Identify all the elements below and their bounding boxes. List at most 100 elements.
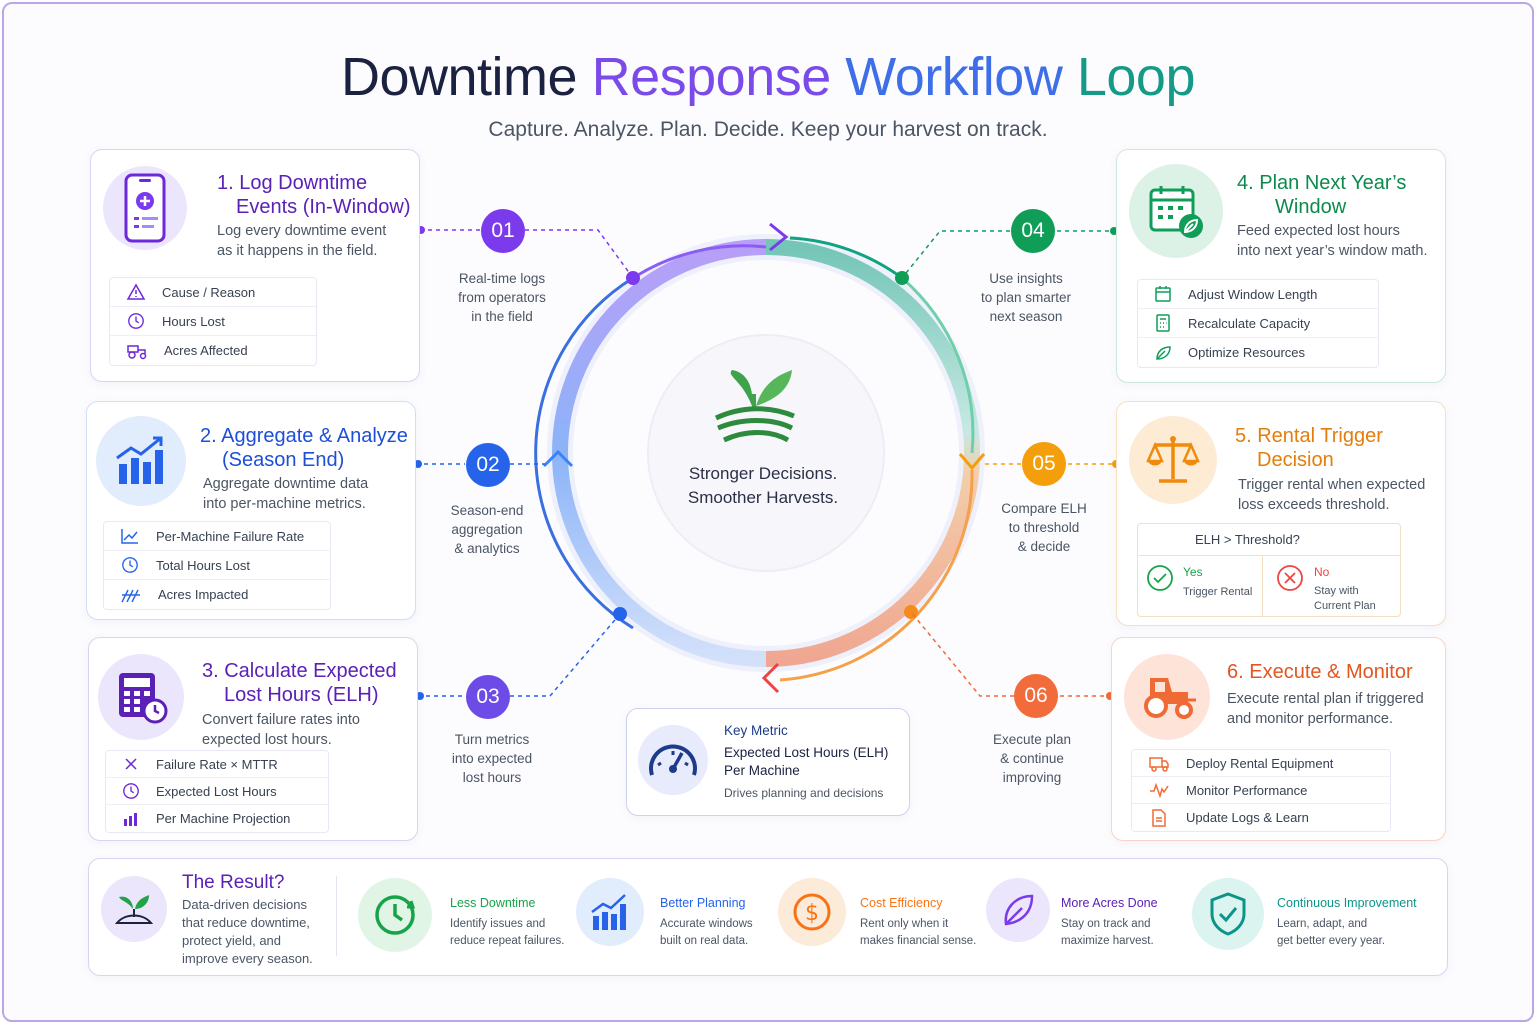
- step-badge-04: 04: [1011, 209, 1055, 253]
- benefit-title-2: Better Planning: [660, 896, 746, 910]
- title-word-workflow: Workflow: [845, 47, 1063, 107]
- card1-list: Cause / Reason Hours Lost Acres Affected: [109, 277, 317, 366]
- bar-chart-icon: [124, 812, 137, 826]
- clock-icon: [358, 878, 432, 952]
- card3-title: 3. Calculate Expected Lost Hours (ELH): [202, 660, 397, 706]
- decision-divider: [1262, 556, 1263, 616]
- x-circle-icon: [1277, 565, 1303, 591]
- key-metric-label: Key Metric: [724, 723, 788, 738]
- svg-text:$: $: [805, 901, 819, 926]
- decision-no-label: No: [1314, 565, 1330, 579]
- list-item: Acres Affected: [110, 336, 316, 365]
- center-line-1: Stronger Decisions.: [688, 464, 838, 483]
- list-item: Cause / Reason: [110, 278, 316, 307]
- step-badge-01: 01: [481, 209, 525, 253]
- card3-list: Failure Rate × MTTR Expected Lost Hours …: [105, 750, 329, 833]
- result-title: The Result?: [182, 872, 285, 893]
- clock-icon: [123, 783, 139, 799]
- scales-icon: [1129, 416, 1217, 504]
- center-line-2: Smoother Harvests.: [687, 488, 839, 507]
- leaf-icon: [1156, 345, 1171, 360]
- list-item: Update Logs & Learn: [1132, 804, 1390, 831]
- list-item: Total Hours Lost: [104, 551, 330, 580]
- title-word-loop: Loop: [1076, 47, 1196, 107]
- key-metric-title: Expected Lost Hours (ELH)Per Machine: [724, 745, 889, 778]
- key-metric-desc: Drives planning and decisions: [724, 786, 884, 800]
- card-plan-next-year: 4. Plan Next Year’s Window Feed expected…: [1116, 149, 1446, 383]
- step-badge-05: 05: [1022, 442, 1066, 486]
- tractor-icon: [127, 344, 147, 359]
- title-word-response: Response: [591, 47, 832, 107]
- decision-question: ELH > Threshold?: [1138, 524, 1400, 556]
- bar-chart-icon: [576, 878, 644, 946]
- calculator-icon: [1156, 314, 1170, 332]
- bar-chart-trend-icon: [96, 416, 186, 506]
- dollar-icon: $: [778, 878, 846, 946]
- card-aggregate-analyze: 2. Aggregate & Analyze (Season End) Aggr…: [86, 401, 416, 620]
- card2-title: 2. Aggregate & Analyze (Season End): [200, 425, 408, 471]
- decision-yes-desc: Trigger Rental: [1183, 586, 1253, 598]
- clock-icon: [122, 557, 138, 573]
- decision-yes-label: Yes: [1183, 565, 1203, 579]
- title-word-downtime: Downtime: [341, 47, 578, 107]
- list-item: Adjust Window Length: [1138, 280, 1378, 309]
- line-chart-icon: [121, 529, 138, 544]
- card4-list: Adjust Window Length Recalculate Capacit…: [1137, 279, 1379, 368]
- card6-title: 6. Execute & Monitor: [1227, 661, 1413, 683]
- gauge-icon: [638, 725, 708, 795]
- benefit-title-1: Less Downtime: [450, 896, 536, 910]
- field-rows-icon: [121, 589, 140, 602]
- warning-icon: [126, 283, 146, 300]
- step-badge-06: 06: [1014, 674, 1058, 718]
- list-item: Recalculate Capacity: [1138, 309, 1378, 338]
- card2-list: Per-Machine Failure Rate Total Hours Los…: [103, 521, 331, 610]
- calendar-leaf-icon: [1129, 164, 1223, 258]
- card-rental-trigger: 5. Rental Trigger Decision Trigger renta…: [1116, 401, 1446, 626]
- step-badge-03: 03: [466, 675, 510, 719]
- result-divider: [336, 876, 337, 956]
- benefit-title-4: More Acres Done: [1061, 896, 1158, 910]
- calculator-clock-icon: [98, 654, 184, 740]
- card5-title: 5. Rental Trigger Decision: [1235, 425, 1383, 471]
- list-item: Per Machine Projection: [106, 805, 328, 832]
- decision-box: ELH > Threshold? Yes Trigger Rental No S…: [1137, 523, 1401, 617]
- card6-list: Deploy Rental Equipment Monitor Performa…: [1131, 749, 1391, 832]
- list-item: Deploy Rental Equipment: [1132, 750, 1390, 777]
- truck-icon: [1149, 757, 1169, 772]
- smartphone-add-icon: [103, 166, 187, 250]
- check-circle-icon: [1147, 565, 1173, 591]
- calendar-icon: [1155, 286, 1171, 302]
- card4-title: 4. Plan Next Year’s Window: [1237, 172, 1407, 218]
- card1-title: 1. Log Downtime Events (In-Window): [217, 172, 411, 218]
- leaf-icon: [986, 878, 1050, 942]
- card-log-downtime: 1. Log Downtime Events (In-Window) Log e…: [90, 149, 420, 382]
- benefit-title-3: Cost Efficiency: [860, 896, 943, 910]
- activity-icon: [1150, 782, 1169, 799]
- list-item: Optimize Resources: [1138, 338, 1378, 367]
- page-title: Downtime Response Workflow Loop: [0, 46, 1536, 108]
- multiply-icon: [125, 758, 137, 770]
- page-subtitle: Capture. Analyze. Plan. Decide. Keep you…: [488, 118, 1048, 141]
- key-metric-card: Key Metric Expected Lost Hours (ELH)Per …: [626, 708, 910, 816]
- list-item: Hours Lost: [110, 307, 316, 336]
- list-item: Monitor Performance: [1132, 777, 1390, 804]
- list-item: Expected Lost Hours: [106, 778, 328, 805]
- card-calculate-elh: 3. Calculate Expected Lost Hours (ELH) C…: [88, 637, 418, 841]
- list-item: Acres Impacted: [104, 580, 330, 609]
- benefit-title-5: Continuous Improvement: [1277, 896, 1417, 910]
